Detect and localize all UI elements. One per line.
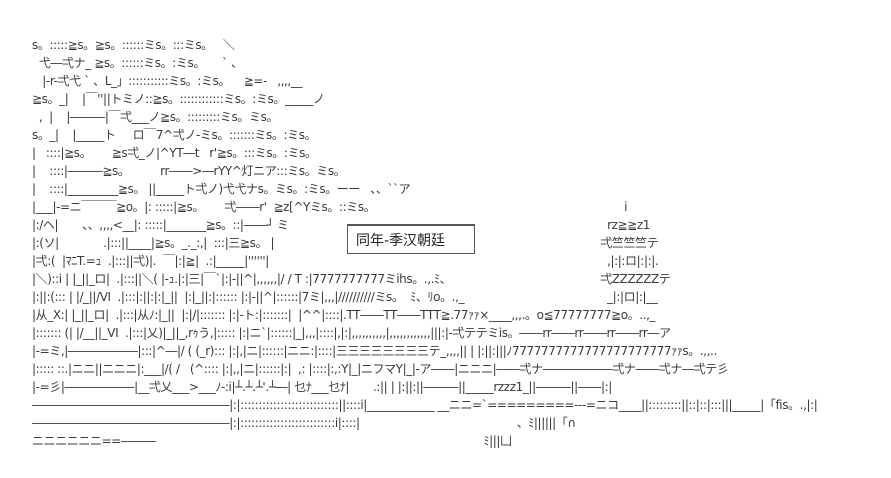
art-line: |:(ソ| .|:::||____|≧s。_._:,| :::|三≧s。 |: [32, 236, 275, 250]
art-line: |-r-弌弋 ` 、L_」:::::::::::ミs。:ミs。 ≧=- ,,,,…: [32, 74, 303, 88]
art-line: |::::::: (| |/__||_VI .|:::|乂)|_||_,rｩう,…: [32, 326, 671, 340]
art-line: | ::::|_________≧s。 ||_____ト弌ノ)弋弋ナs。ミs。:…: [32, 182, 411, 196]
art-line: 弋―弌ナ_ ≧s。::::::ミs。:ミs。 ` 、: [32, 56, 243, 70]
art-line: |＼)::i | |_||_ロ| .|:::||＼( |-ｭ.|:|三|￣`|:…: [32, 272, 452, 286]
art-line: ニニニニニニ==――― ﾐ|||凵: [32, 434, 512, 448]
tower-line: i: [590, 200, 628, 214]
art-line: ―――――――――――――――――|:|::::::::::::::::::::…: [32, 416, 576, 430]
tower-line: 弌ZZZZZZテ: [590, 272, 671, 286]
art-line: s。:::::≧s。≧s。::::::ミs。:::ミs。 ＼: [32, 38, 235, 52]
art-line: |___|-=ニ￣￣￣≧o。|: :::::|≧s。 弌――r' ≧z[^Yミs…: [32, 200, 376, 214]
art-line: |-=ミ,|――――――|:::|^―|/ ( (_r)::: |:|,|ニ|:…: [32, 344, 717, 358]
caption-text: 同年-季汉朝廷: [356, 232, 446, 249]
ascii-art-scene: s。:::::≧s。≧s。::::::ミs。:::ミs。 ＼ 弋―弌ナ_ ≧s。…: [32, 36, 818, 450]
art-line: |弌:( |ﾏﾆT.=ｭ .|:::||弌)|. ￣|:|≧| .:|_____…: [32, 254, 269, 268]
tower-line: 弌竺竺竺テ: [590, 236, 659, 250]
art-line: s。_| |_____ト ロ￣7^弌ノ-ミs。:::::::ミs。:ミs。: [32, 128, 317, 142]
art-line: ―――――――――――――――――|:|::::::::::::::::::::…: [32, 398, 818, 412]
art-line: | ::::|≧s。 ≧s弌_ノ|^YT―t r'≧s。:::ミs。:ミs。: [32, 146, 317, 160]
art-line: ≧s。_| |￣''||トミノ::≧s。::::::::::::ミs。:ミs。_…: [32, 92, 325, 106]
art-line: |:/ヘ| 、、,,,,<__|: :::::|_______≧s。::|――┘…: [32, 218, 289, 232]
tower-line: ,|:|:ロ|:|:|.: [590, 254, 659, 268]
caption-box: 同年-季汉朝廷: [347, 224, 475, 254]
tower-line: rz≧≧z1: [590, 218, 650, 232]
art-line: , | |―――|￣弌___ノ≧s。:::::::::ミs。ミs。: [32, 110, 279, 124]
art-line: |从_X:| |_||_ロ| .|:::|从ﾉ:|_|| |:|/|::::::…: [32, 308, 656, 322]
tower-line: _|:|ロ|:|__: [590, 290, 658, 304]
art-line: | ::::|―――≧s。 rr――>―rYY^灯ニア:::ミs。ミs。: [32, 164, 346, 178]
art-line: |:||:(::: | |/_||/VI .|:::|:||:|:|_|| |:…: [32, 290, 465, 304]
art-line: |-=彡|――――――|__弌乂___>___ﾉ-:i|┴.┴.┴'.┴―| 乜…: [32, 380, 612, 394]
art-line: |::::: ::.|ニニ||ニニニ|:___|/( / (^:::: |:|,…: [32, 362, 729, 376]
pagoda-tower-art: i rz≧≧z1 弌竺竺竺テ ,|:|:ロ|:|:|. 弌ZZZZZZテ _|:…: [590, 198, 671, 306]
